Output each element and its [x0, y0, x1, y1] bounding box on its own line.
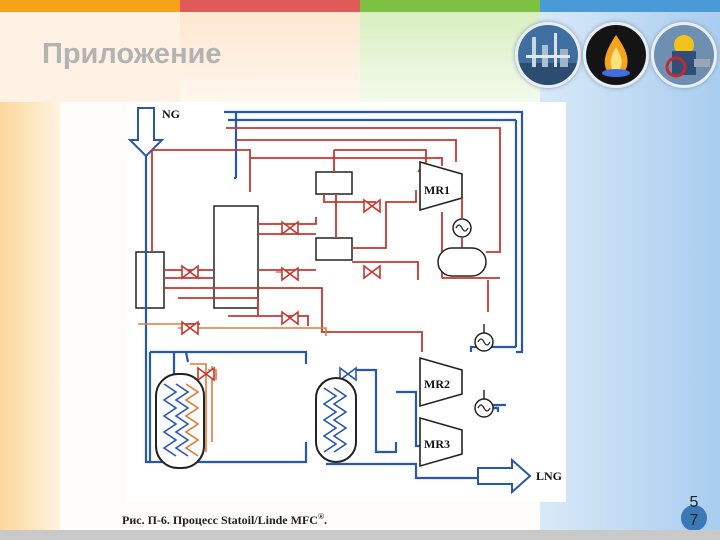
process-flow-diagram: NG [126, 102, 566, 502]
ng-label: NG [162, 107, 180, 121]
separator-1 [315, 171, 353, 195]
compressor-mr3: MR3 [419, 416, 463, 468]
svg-text:MR3: MR3 [424, 437, 450, 451]
page-number-badge [681, 505, 707, 531]
footer-bar [0, 530, 720, 540]
ng-inlet-arrow [127, 107, 165, 158]
topbar-red [180, 0, 360, 12]
topbar-blue [540, 0, 720, 12]
page-number: 5 7 [689, 494, 699, 529]
refinery-photo-icon [515, 22, 581, 88]
heat-exchanger-2 [213, 205, 259, 309]
separator-2 [315, 237, 353, 261]
receiver-drum [437, 247, 487, 277]
worker-valve-photo-icon [651, 22, 717, 88]
control-valves [181, 198, 381, 382]
gas-flame-photo-icon [583, 22, 649, 88]
topbar-green [360, 0, 540, 12]
svg-text:MR2: MR2 [424, 377, 450, 391]
svg-text:MR1: MR1 [424, 183, 450, 197]
figure-caption: Рис. П-6. Процесс Statoil/Linde MFC®. [122, 512, 327, 527]
spiral-heat-exchanger-1 [155, 373, 205, 469]
compressor-mr1: MR1 [419, 160, 463, 212]
lng-outlet-arrow [477, 457, 532, 495]
compressor-mr2: MR2 [419, 356, 463, 408]
registered-mark: ® [317, 512, 324, 521]
spiral-heat-exchanger-2 [315, 377, 357, 463]
heat-exchanger-1 [135, 251, 165, 309]
lng-label: LNG [536, 469, 562, 483]
topbar-orange [0, 0, 180, 12]
slide-title: Приложение [42, 38, 222, 70]
